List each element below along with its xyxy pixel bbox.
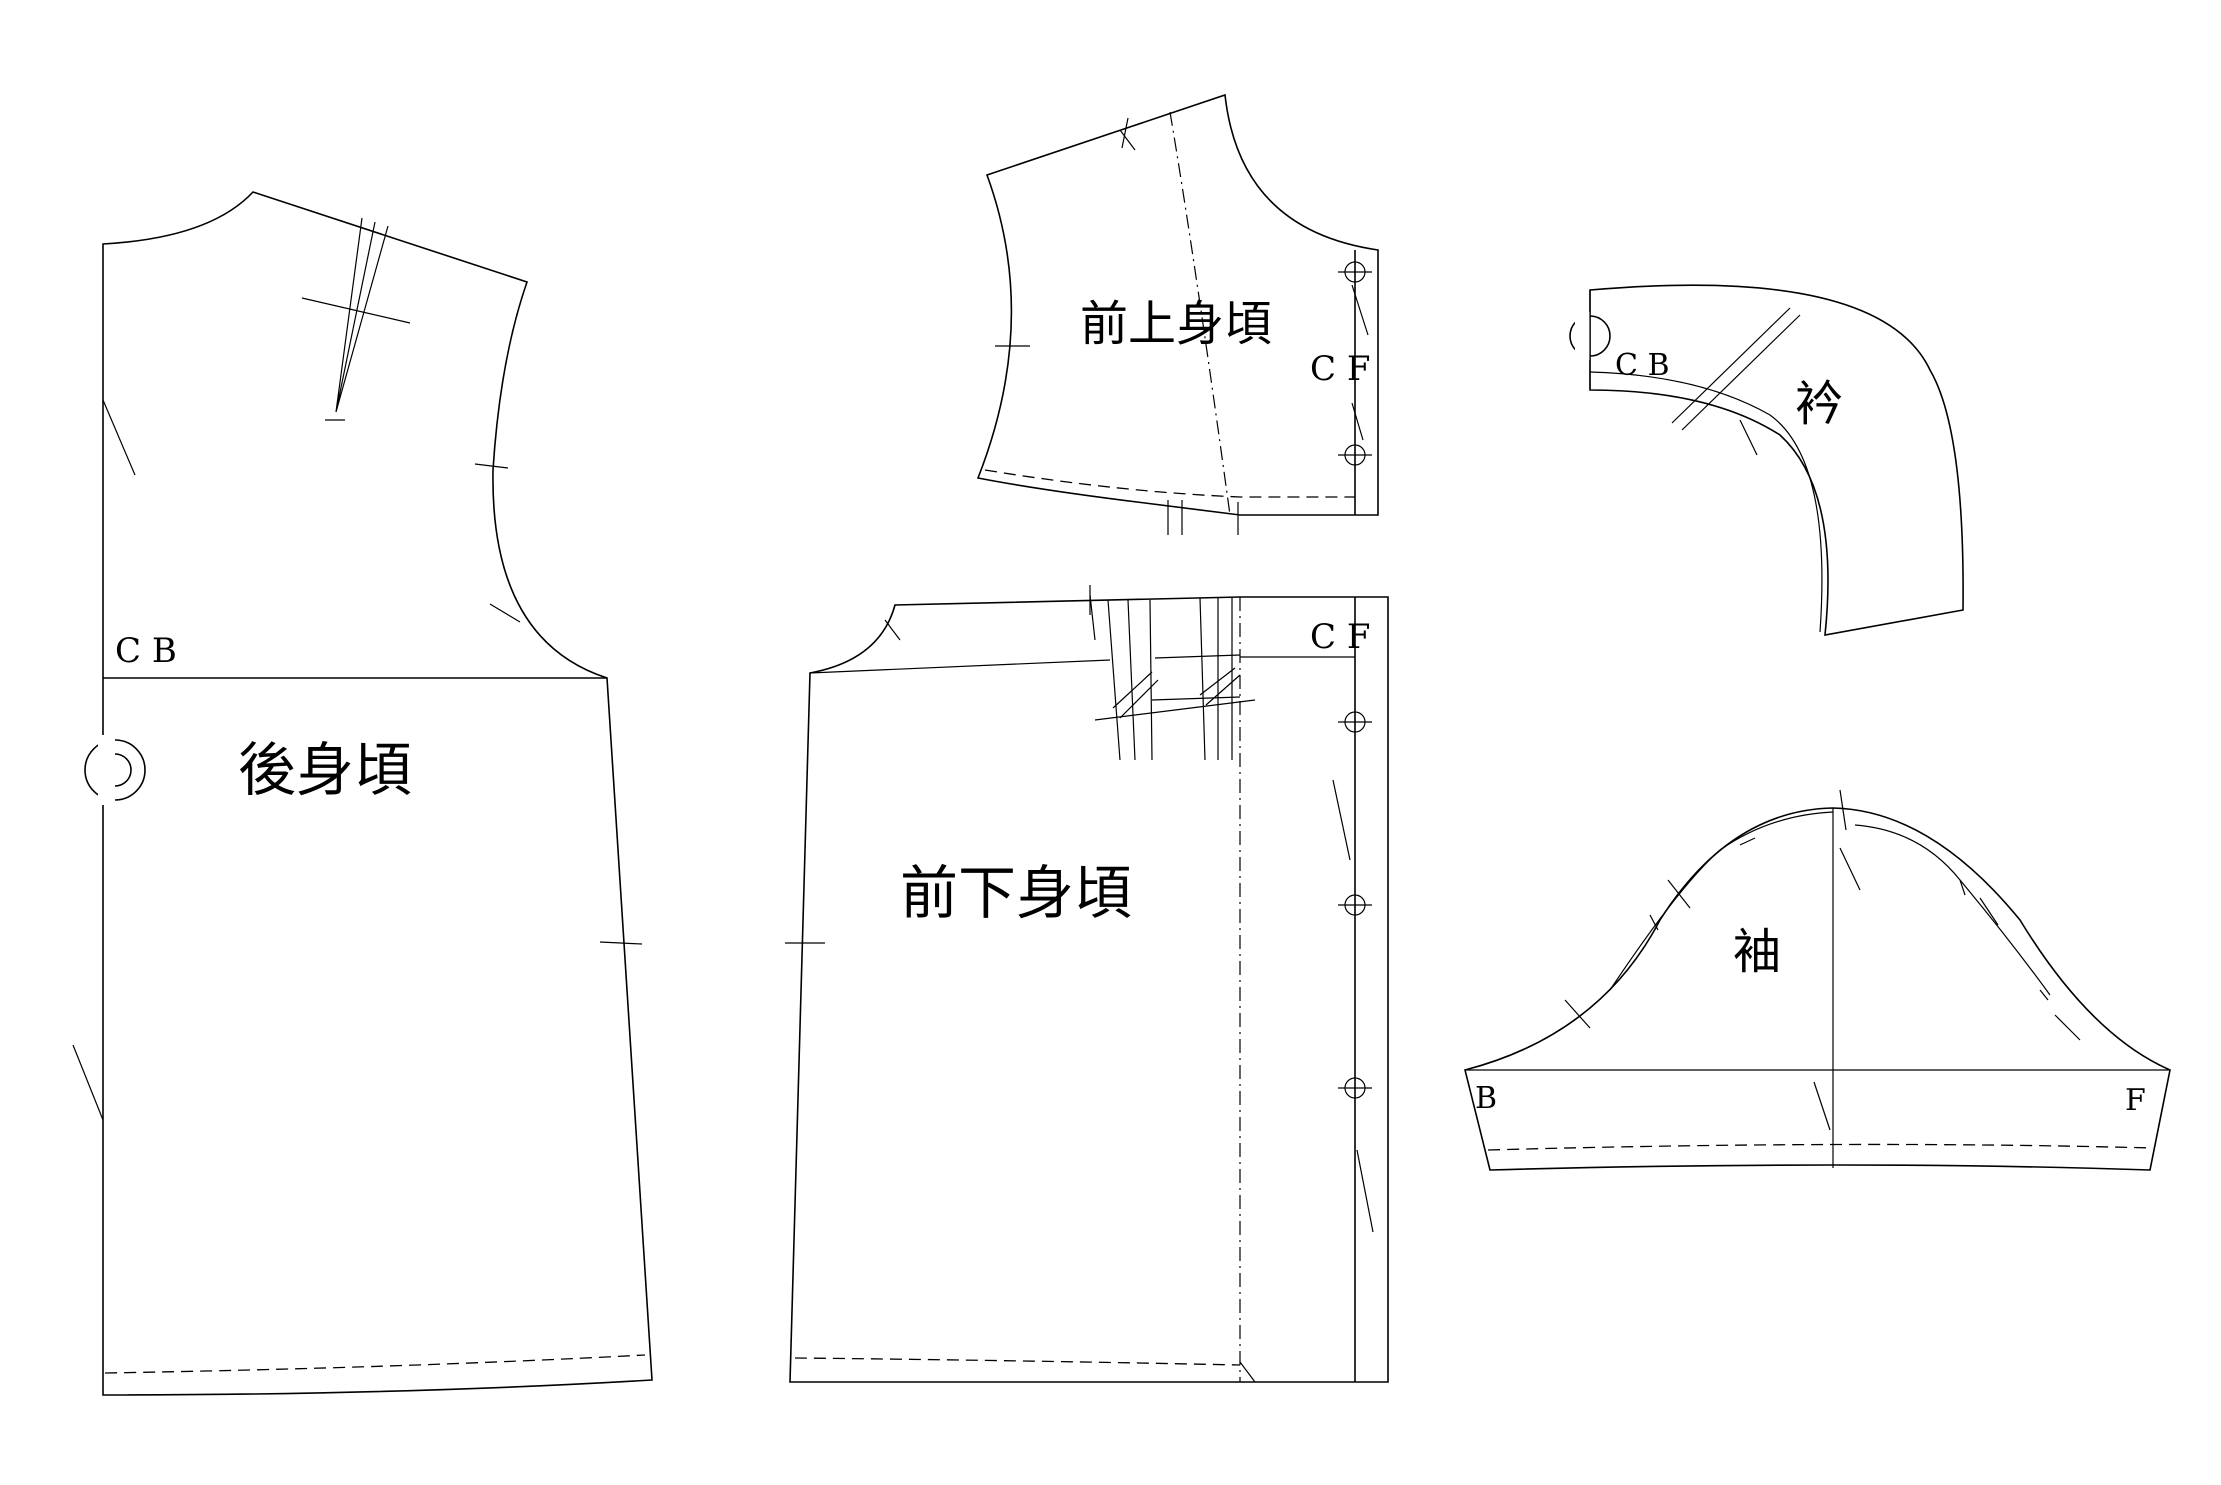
- back-bodice-title: 後身頃: [238, 736, 412, 804]
- back-shoulder-dart: [335, 217, 389, 413]
- back-loop-cut: [98, 735, 115, 805]
- back-notch: [72, 1044, 104, 1121]
- front-lower-title: 前下身頃: [900, 859, 1132, 927]
- front-lower-slit: [1356, 1149, 1374, 1233]
- front-upper-title: 前上身頃: [1080, 296, 1272, 352]
- collar-outline: [1589, 284, 1964, 636]
- collar-piece: C B 衿: [1569, 284, 1964, 636]
- sleeve-title: 袖: [1733, 924, 1781, 980]
- front-lower-hem-allowance: [794, 1357, 1241, 1366]
- back-grain-mark: [301, 297, 411, 324]
- front-lower-cf-label: C F: [1310, 617, 1370, 657]
- sleeve-notch: [1979, 897, 1999, 926]
- front-upper-notch: [1119, 129, 1136, 151]
- front-lower-pleat-guide: [1094, 699, 1256, 721]
- collar-grain-mark: [1681, 314, 1801, 431]
- collar-title: 衿: [1795, 376, 1843, 432]
- back-hem-allowance: [104, 1354, 646, 1374]
- sleeve-cap-ease-back: [1609, 811, 1834, 991]
- sleeve-back-label: B: [1475, 1081, 1497, 1116]
- sleeve-notch: [2054, 1014, 2081, 1041]
- front-upper-slit: [1351, 284, 1369, 336]
- sleeve-hem-allowance: [1487, 1143, 2154, 1151]
- sleeve-notch: [1839, 789, 1847, 831]
- sleeve-cap-ease-front: [1854, 824, 2051, 996]
- back-notch: [489, 603, 521, 623]
- collar-loop-cut: [1575, 312, 1590, 360]
- front-upper-notch: [1121, 117, 1129, 149]
- collar-cb-label: C B: [1615, 348, 1670, 383]
- back-cb-label: C B: [115, 631, 177, 671]
- collar-stitch-line: [1589, 371, 1823, 633]
- front-upper-grain-line: [1169, 111, 1231, 516]
- front-lower-outline: [789, 596, 1389, 1383]
- sleeve-front-label: F: [2125, 1083, 2146, 1118]
- sleeve-ease-marks: [1649, 837, 2049, 1001]
- sleeve-piece: B F 袖: [1464, 789, 2171, 1171]
- sleeve-notch: [1564, 999, 1591, 1029]
- front-upper-outline: [976, 93, 1379, 516]
- front-lower-notch: [884, 619, 901, 641]
- front-upper-bodice-piece: 前上身頃 C F: [976, 93, 1379, 535]
- collar-grain-mark: [1671, 307, 1791, 424]
- back-bodice-piece: C B 後身頃: [72, 191, 653, 1396]
- back-notch: [599, 941, 643, 945]
- front-lower-pleat-diagonals: [1112, 667, 1241, 719]
- back-notch: [474, 463, 509, 469]
- collar-notch: [1739, 419, 1758, 456]
- front-upper-slit: [1351, 402, 1364, 441]
- sleeve-outline: [1464, 807, 2171, 1171]
- front-lower-slit: [1332, 779, 1351, 861]
- front-upper-cf-label: C F: [1310, 349, 1370, 389]
- sleeve-notch: [1813, 1081, 1831, 1131]
- front-lower-neck-line: [809, 659, 1111, 674]
- front-lower-pleats: [1107, 597, 1233, 761]
- back-bodice-outline: [102, 191, 653, 1396]
- front-lower-pleat-marks: [1089, 594, 1241, 701]
- sleeve-notch: [1839, 847, 1861, 891]
- back-notch: [102, 399, 136, 476]
- front-upper-hem-allowance: [984, 469, 1355, 498]
- hem-corner: [1239, 1361, 1256, 1383]
- sleeve-notch: [1667, 879, 1691, 909]
- front-lower-bodice-piece: 前下身頃 C F: [785, 585, 1389, 1383]
